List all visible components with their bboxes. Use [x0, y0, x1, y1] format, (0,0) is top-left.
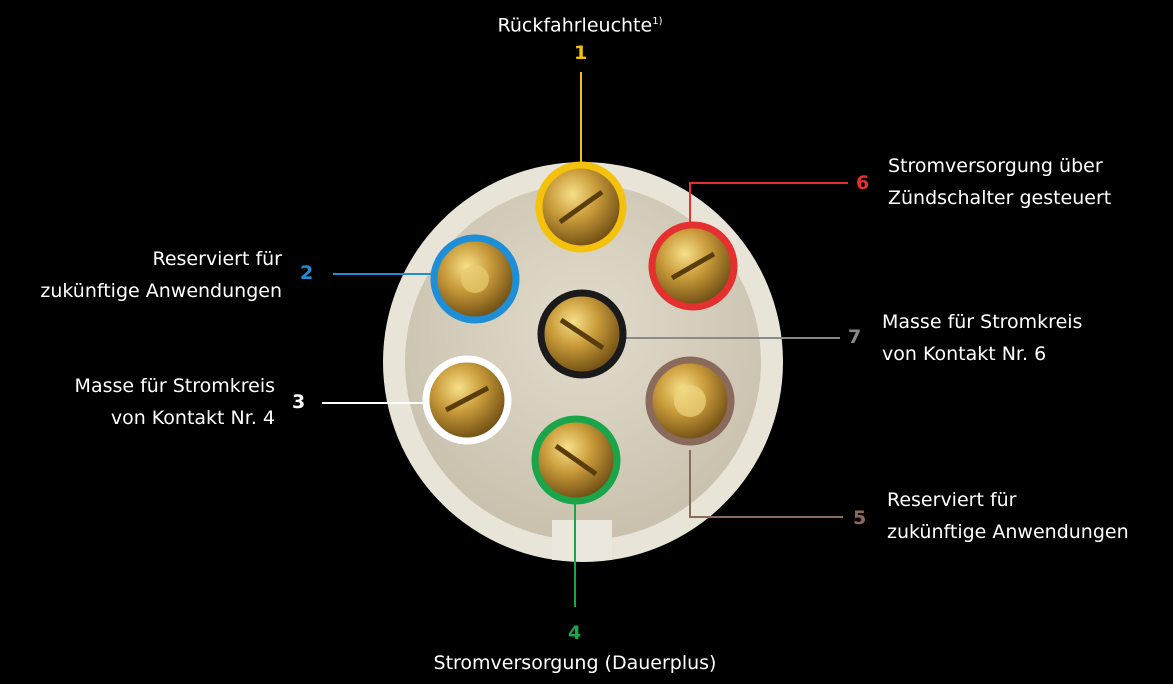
contact-number-7: 7: [848, 326, 862, 348]
pin-1: [535, 161, 627, 253]
leader-line-5: [689, 450, 843, 518]
label-contact-7: Masse für Stromkreis von Kontakt Nr. 6: [882, 311, 1083, 365]
contact-number-3: 3: [292, 391, 306, 413]
label-contact-6: Stromversorgung über Zündschalter gesteu…: [888, 155, 1112, 209]
label-contact-5: Reserviert für zukünftige Anwendungen: [887, 489, 1129, 543]
contact-number-4: 4: [568, 622, 582, 644]
label-contact-3: Masse für Stromkreis von Kontakt Nr. 4: [74, 375, 275, 429]
contact-number-1: 1: [574, 42, 588, 64]
label-contact-1: Rückfahrleuchte1): [497, 14, 663, 37]
leader-line-6: [689, 182, 848, 225]
pin-4: [531, 415, 621, 505]
label-contact-2: Reserviert für zukünftige Anwendungen: [40, 248, 282, 302]
pin-3: [422, 355, 512, 445]
pin-5: [645, 356, 735, 446]
label-contact-4: Stromversorgung (Dauerplus): [433, 652, 717, 674]
contact-number-5: 5: [853, 507, 867, 529]
contact-number-6: 6: [856, 172, 870, 194]
pin-2: [430, 234, 520, 324]
pin-6: [648, 221, 738, 311]
contact-number-2: 2: [300, 262, 314, 284]
pin-7: [537, 289, 627, 379]
housing-notch: [552, 520, 612, 560]
